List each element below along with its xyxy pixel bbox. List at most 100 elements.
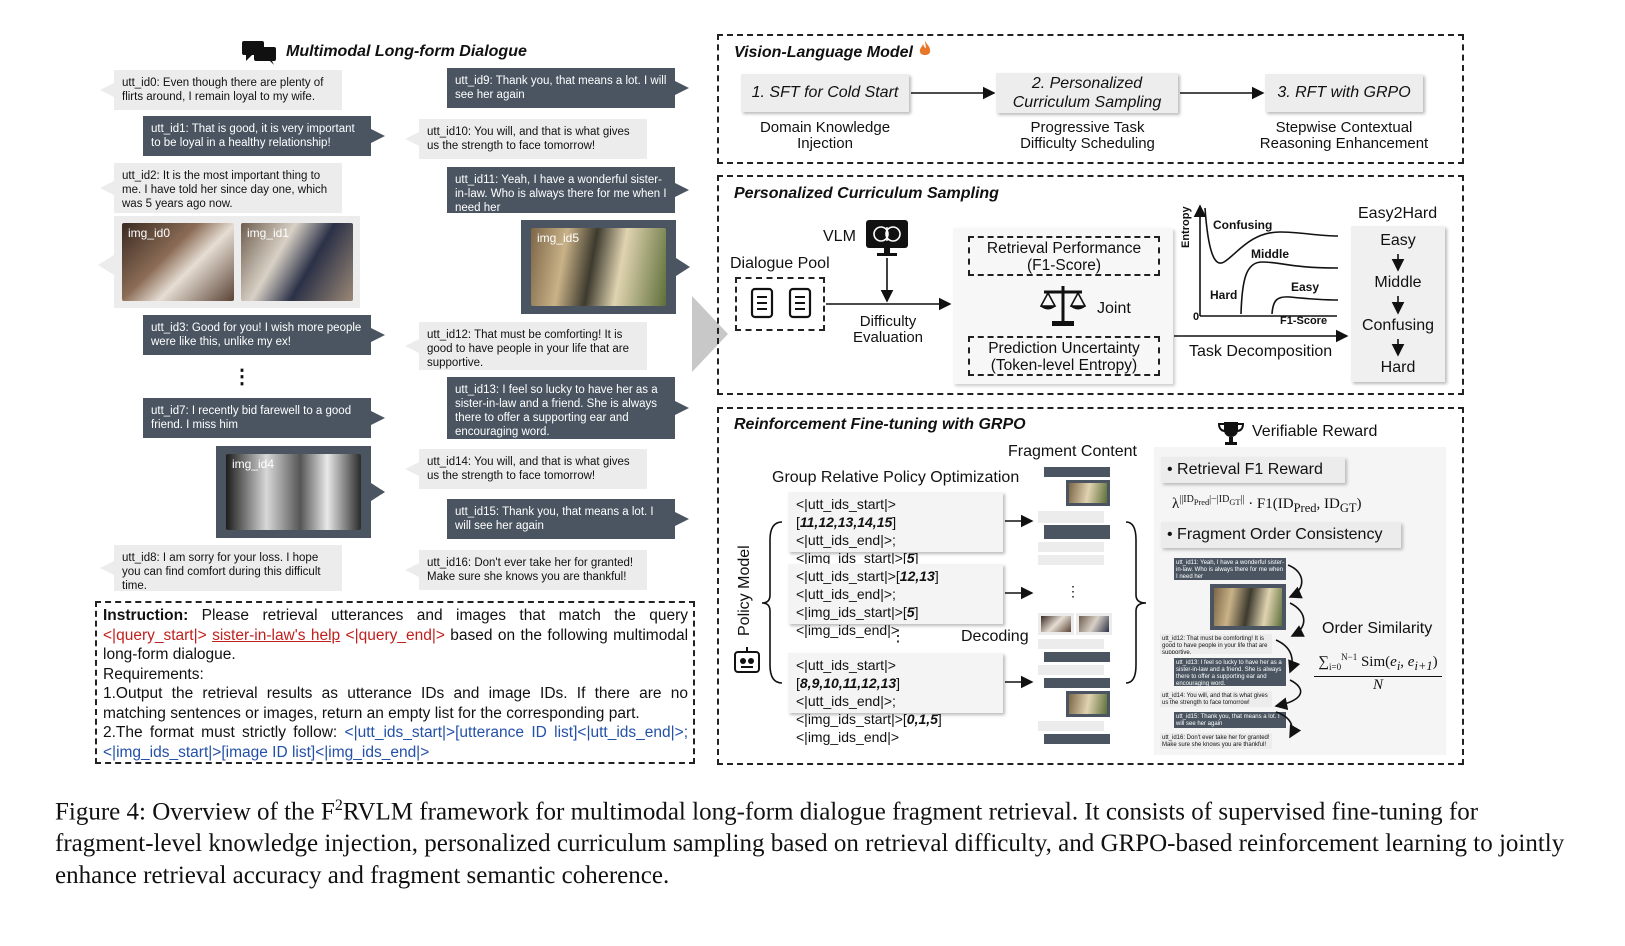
utterance-bubble: utt_id13: I feel so lucky to have her as…	[447, 377, 689, 439]
decoding-label: Decoding	[961, 628, 1029, 645]
instruction-line: Please retrieval utterances and images t…	[188, 607, 688, 624]
step-pcs: 2. Personalized Curriculum Sampling	[996, 73, 1178, 113]
utterance-bubble: utt_id1: That is good, it is very import…	[143, 116, 385, 156]
fragment-order-consistency: • Fragment Order Consistency	[1161, 522, 1401, 548]
image-ids: 0,1,5	[906, 711, 938, 727]
image-id-label: img_id1	[247, 226, 290, 240]
mini-bubble	[1044, 525, 1110, 539]
level-hard: Hard	[1380, 359, 1416, 376]
mini-image	[1066, 691, 1110, 717]
dialogue-title: Multimodal Long-form Dialogue	[286, 43, 527, 60]
caption-sup: 2	[334, 797, 343, 814]
instruction-line: based on the following multimodal long-f…	[103, 626, 689, 664]
policy-model-label: Policy Model	[736, 545, 753, 636]
step-rft-desc: Stepwise Contextual Reasoning Enhancemen…	[1259, 119, 1429, 152]
mini-bubble: utt_id15: Thank you, that means a lot. I…	[1174, 712, 1286, 728]
rft-title: Reinforcement Fine-tuning with GRPO	[734, 416, 1026, 433]
joint-label: Joint	[1097, 300, 1131, 317]
utterance-bubble: utt_id12: That must be comforting! It is…	[405, 322, 647, 370]
level-easy: Easy	[1380, 232, 1416, 249]
fragment-thumbnails: ⋮	[1038, 465, 1118, 755]
mini-bubble	[1038, 639, 1104, 649]
candidate-output-1: <|utt_ids_start|>[11,12,13,14,15]<|utt_i…	[788, 492, 1003, 584]
mini-image	[1038, 613, 1074, 635]
utterance-ids: 11,12,13,14,15	[799, 514, 893, 530]
task-decomposition-label: Task Decomposition	[1189, 343, 1333, 360]
mini-image	[1066, 480, 1110, 506]
bubble-tail	[676, 258, 690, 276]
ellipsis: ⋮	[1066, 583, 1080, 599]
utterance-bubble: utt_id15: Thank you, that means a lot. I…	[447, 499, 689, 539]
vlm-panel	[717, 34, 1464, 164]
mini-image	[1210, 584, 1286, 630]
mini-bubble: utt_id12: That must be comforting! It is…	[1160, 634, 1272, 654]
plot-xlabel: F1-Score	[1280, 315, 1328, 327]
robot-icon	[732, 645, 762, 680]
utterance-bubble: utt_id8: I am sorry for your loss. I hop…	[100, 545, 342, 592]
balance-scale-icon	[1039, 282, 1087, 333]
plot-region-easy: Easy	[1291, 280, 1320, 294]
utterance-bubble: utt_id14: You will, and that is what giv…	[405, 449, 647, 489]
prediction-uncertainty-box: Prediction Uncertainty (Token-level Entr…	[968, 336, 1160, 376]
step-rft: 3. RFT with GRPO	[1265, 74, 1423, 112]
order-similarity-formula: ∑i=0N−1 Sim(ei, ei+1) N	[1314, 652, 1442, 694]
token-text: ]<|img_ids_end|>	[796, 604, 919, 638]
plot-region-hard: Hard	[1210, 288, 1238, 302]
utterance-bubble: utt_id2: It is the most important thing …	[100, 163, 342, 213]
photo-wedding-couple: img_id1	[241, 223, 353, 301]
plot-region-middle: Middle	[1251, 247, 1289, 261]
bubble-tail	[98, 255, 114, 275]
image-bubble: img_id4	[216, 446, 371, 538]
caption-rest: RVLM framework for multimodal long-form …	[55, 798, 1565, 890]
ellipsis: ⋮	[890, 628, 906, 645]
instruction-box	[95, 601, 695, 764]
utterance-bubble: utt_id9: Thank you, that means a lot. I …	[447, 68, 689, 108]
flow-arrow	[692, 296, 728, 372]
instruction-label: Instruction:	[103, 607, 189, 624]
mini-bubble	[1038, 542, 1104, 552]
photo-two-women: img_id5	[531, 228, 666, 306]
level-confusing: Confusing	[1361, 317, 1435, 334]
mini-bubble: utt_id11: Yeah, I have a wonderful siste…	[1174, 558, 1286, 580]
image-id-label: img_id4	[232, 457, 275, 471]
step-sft: 1. SFT for Cold Start	[741, 74, 909, 112]
easy2hard-title: Easy2Hard	[1358, 205, 1438, 222]
mini-bubble	[1044, 734, 1110, 744]
image-group-bubble: img_id0 img_id1	[114, 216, 360, 308]
utterance-ids: 8,9,10,11,12,13	[799, 675, 897, 691]
joint-group-box	[953, 228, 1173, 384]
mini-image	[1076, 613, 1112, 635]
mini-bubble	[1038, 555, 1104, 565]
caption-lead: Figure 4: Overview of the F	[55, 798, 335, 826]
image-bubble: img_id5	[521, 220, 676, 314]
f1-reward-formula: λ||IDPred|−|IDGT|| · F1(IDPred, IDGT)	[1172, 494, 1362, 515]
requirements-label: Requirements:	[103, 665, 204, 683]
image-ids: 5	[906, 604, 915, 620]
format-spec: <|utt_ids_start|>[utterance ID list]<|ut…	[103, 724, 689, 761]
fire-icon	[918, 40, 932, 58]
mini-bubble: utt_id13: I feel so lucky to have her as…	[1174, 658, 1286, 686]
mini-bubble	[1044, 652, 1110, 662]
bubble-tail	[371, 483, 385, 501]
utterance-bubble: utt_id10: You will, and that is what giv…	[405, 119, 647, 159]
step-sft-desc: Domain Knowledge Injection	[759, 119, 891, 152]
mini-bubble	[1044, 467, 1110, 477]
dialogue-pool-box	[735, 277, 825, 331]
utterance-bubble: utt_id7: I recently bid farewell to a go…	[143, 398, 385, 438]
plot-ylabel: Entropy	[1180, 206, 1192, 248]
photo-bw-friends: img_id4	[226, 454, 361, 530]
retrieval-performance-box: Retrieval Performance (F1-Score)	[968, 236, 1160, 276]
document-icon	[748, 287, 776, 326]
vlm-label: VLM	[823, 228, 856, 245]
query-text: sister-in-law's help	[212, 626, 341, 644]
rft-panel	[717, 407, 1464, 765]
chat-icon	[240, 40, 280, 71]
query-end-token: <|query_end|>	[345, 626, 445, 644]
utterance-bubble: utt_id0: Even though there are plenty of…	[100, 70, 342, 110]
mini-bubble: utt_id16: Don't ever take her for grante…	[1160, 733, 1272, 749]
token-text: ]<|utt_ids_end|>;<|img_ids_start|>[	[796, 514, 907, 566]
image-id-label: img_id0	[128, 226, 171, 240]
difficulty-eval-label: Difficulty Evaluation	[852, 313, 924, 346]
candidate-output-3: <|utt_ids_start|>[8,9,10,11,12,13]<|utt_…	[788, 653, 1003, 745]
brain-monitor-icon	[864, 218, 910, 263]
